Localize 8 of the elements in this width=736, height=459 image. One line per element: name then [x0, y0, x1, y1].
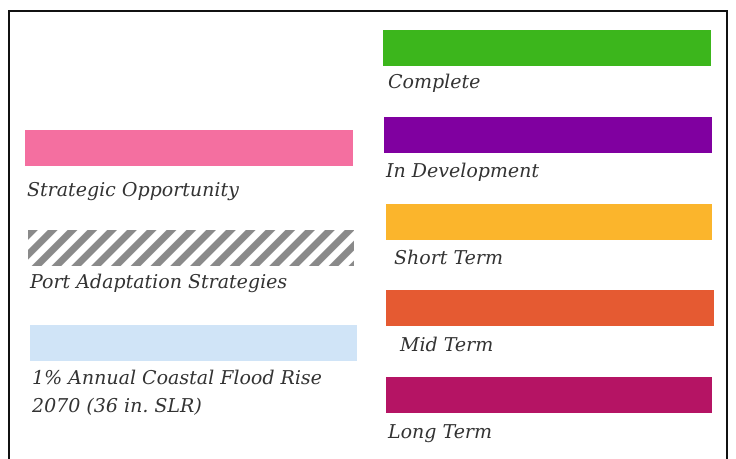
legend-label: 1% Annual Coastal Flood Rise 2070 (36 in. SLR): [32, 366, 323, 419]
legend-label: Port Adaptation Strategies: [30, 270, 288, 295]
legend-label: In Development: [386, 159, 540, 184]
legend-label: Short Term: [394, 246, 504, 271]
legend-label: Long Term: [388, 420, 494, 445]
legend-label: Strategic Opportunity: [27, 178, 240, 203]
legend-label: Complete: [388, 70, 482, 95]
legend-label: Mid Term: [400, 333, 494, 358]
